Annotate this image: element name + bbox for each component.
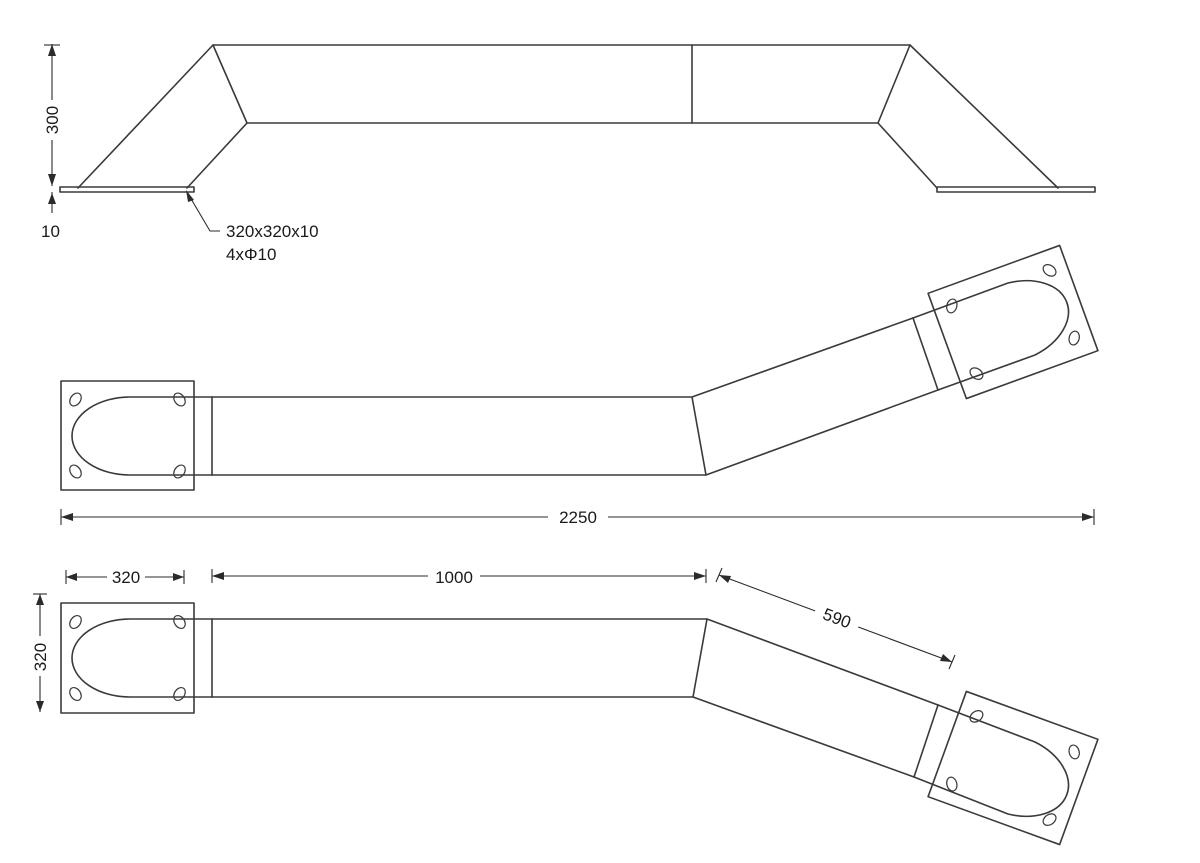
base-plate-right xyxy=(927,244,1099,400)
base-plate-right-lower xyxy=(927,690,1099,846)
dimension-plate-height: 320 xyxy=(29,593,51,712)
top-view-lower: 320 1000 590 32 xyxy=(29,565,1099,846)
top-view-upper: 2250 xyxy=(60,244,1099,529)
dimension-angled-length: 590 xyxy=(715,567,956,670)
dimension-height: 300 xyxy=(42,44,62,186)
dimension-total-length: 2250 xyxy=(60,505,1095,529)
side-view-base-plates xyxy=(59,186,1096,193)
dimension-straight-length: 1000 xyxy=(211,565,707,587)
dimension-plate-width: 320 xyxy=(65,566,185,588)
label-straight-length: 1000 xyxy=(435,568,473,587)
side-view: 300 10 320x320x10 4xΦ10 xyxy=(41,44,1096,264)
side-view-rail xyxy=(77,44,1059,189)
label-total-length: 2250 xyxy=(559,508,597,527)
label-plate-width: 320 xyxy=(112,568,140,587)
label-plate-holes: 4xΦ10 xyxy=(226,245,276,264)
plate-spec-callout: 320x320x10 4xΦ10 xyxy=(186,190,319,264)
rail-body xyxy=(71,279,1070,476)
label-plate-spec: 320x320x10 xyxy=(226,222,319,241)
base-plate-left-lower xyxy=(60,602,195,714)
label-height: 300 xyxy=(43,106,62,134)
label-plate-height: 320 xyxy=(31,643,50,671)
base-plate-left xyxy=(60,380,195,491)
dimension-plate-thickness: 10 xyxy=(41,192,60,241)
label-plate-thickness: 10 xyxy=(41,222,60,241)
rail-body-lower xyxy=(71,618,1070,818)
